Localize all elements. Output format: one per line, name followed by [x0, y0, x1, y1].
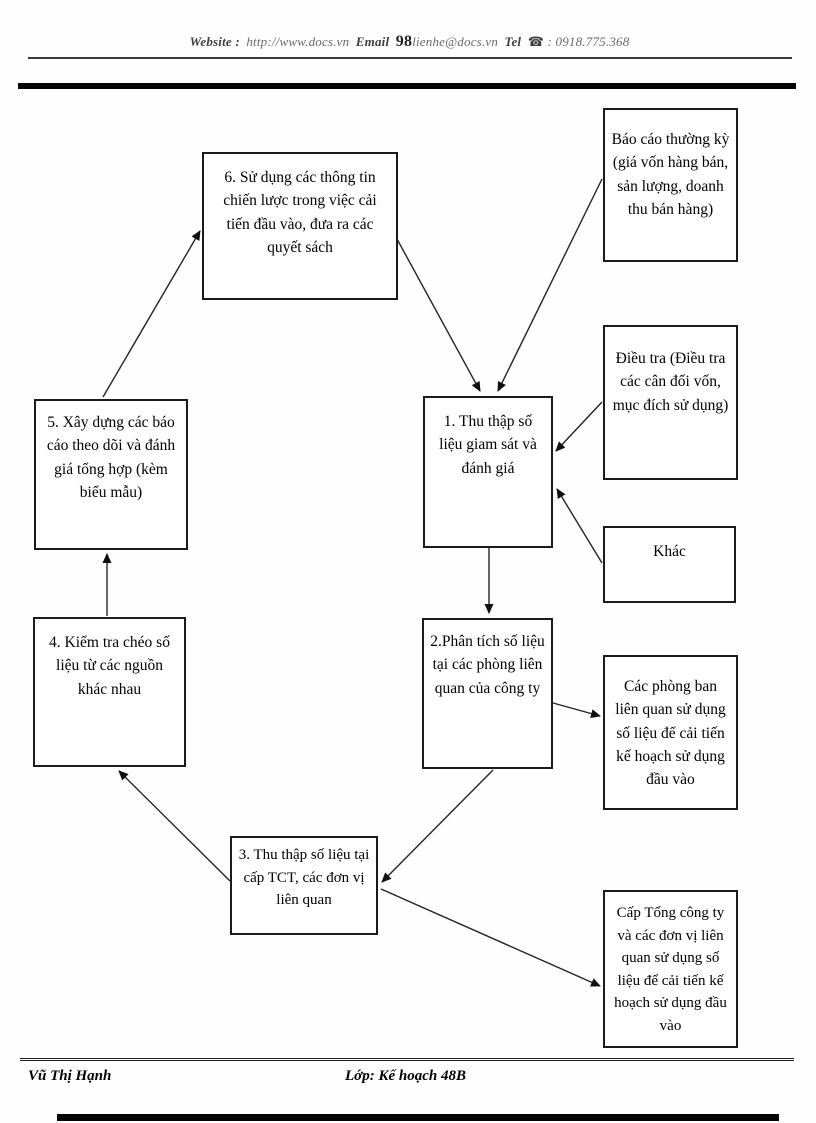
flow-node-step-3: 3. Thu thập số liệu tại cấp TCT, các đơn… [230, 836, 378, 935]
flow-node-step-2: 2.Phân tích số liệu tại các phòng liên q… [422, 618, 553, 769]
tel-label: Tel [504, 34, 522, 49]
arrow-khac-to-step1 [556, 488, 603, 564]
flow-node-step-4: 4. Kiểm tra chéo số liệu từ các nguồn kh… [33, 617, 186, 767]
flow-node-departments: Các phòng ban liên quan sử dụng số liệu … [603, 655, 738, 810]
header-thick-rule [18, 83, 796, 89]
flow-node-periodic-report: Báo cáo thường kỳ (giá vốn hàng bán, sản… [603, 108, 738, 262]
flow-node-survey: Điều tra (Điều tra các cân đối vốn, mục … [603, 325, 738, 480]
footer-rule [20, 1058, 794, 1061]
email-label: Email [355, 34, 390, 49]
flow-node-step-6: 6. Sử dụng các thông tin chiến lược tron… [202, 152, 398, 300]
arrow-report-to-step1 [497, 178, 603, 392]
flow-node-step-1: 1. Thu thập số liệu giam sát và đánh giá [423, 396, 553, 548]
arrow-step3-to-captct [380, 888, 601, 987]
website-url: http://www.docs.vn [246, 34, 350, 49]
arrow-step2-to-phongban [552, 702, 601, 718]
flow-node-step-5: 5. Xây dựng các báo cáo theo dõi và đánh… [34, 399, 188, 550]
header-thin-rule [28, 57, 792, 59]
flow-node-other: Khác [603, 526, 736, 603]
page-header: Website : http://www.docs.vn Email 98lie… [0, 33, 816, 51]
email-number: 98 [395, 33, 413, 50]
footer-class-info: Lớp: Kế hoạch 48B [345, 1068, 466, 1084]
email-address: lienhe@docs.vn [412, 34, 499, 49]
telephone-icon: ☎ [527, 34, 545, 49]
footer-author: Vũ Thị Hạnh [28, 1068, 112, 1084]
bottom-scan-bar [57, 1114, 779, 1121]
arrow-step3-to-step4 [118, 770, 231, 882]
tel-value: : 0918.775.368 [547, 34, 630, 49]
arrow-step5-to-step6 [102, 230, 201, 398]
arrow-step6-to-step1 [396, 238, 481, 392]
arrow-dieutra-to-step1 [555, 401, 603, 452]
arrow-step2-to-step3 [381, 769, 494, 883]
website-label: Website : [189, 34, 240, 49]
flow-node-corporation: Cấp Tổng công ty và các đơn vị liên quan… [603, 890, 738, 1048]
